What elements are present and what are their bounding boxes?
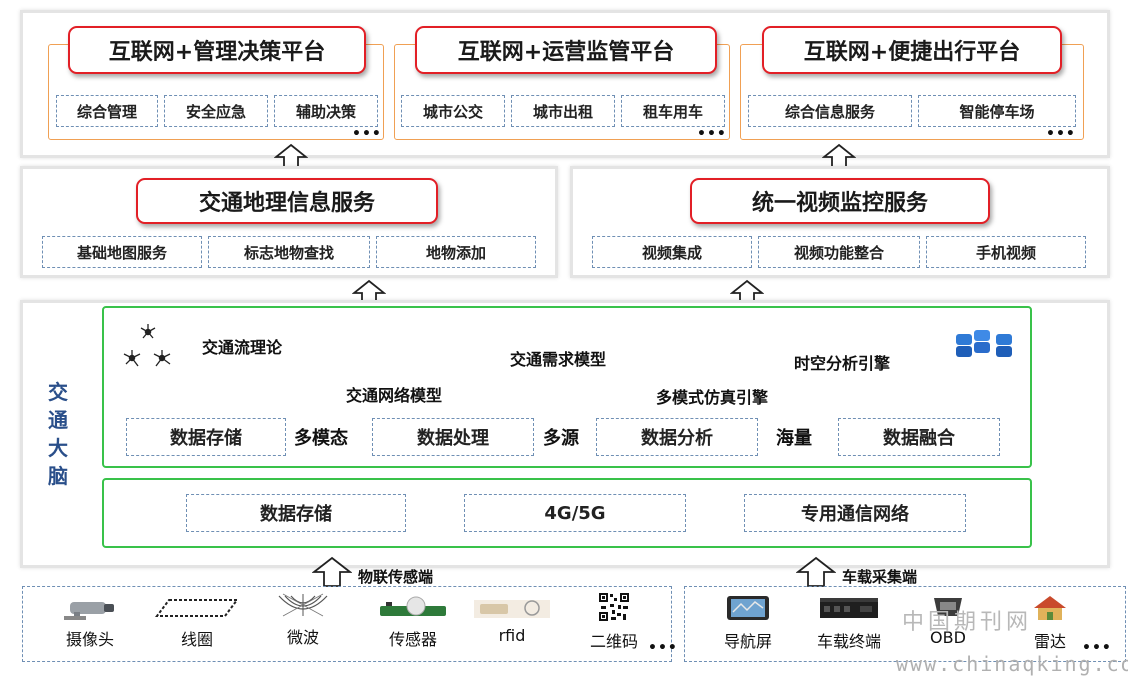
more-dots: ••• (352, 126, 382, 142)
platform-item: 安全应急 (164, 95, 268, 127)
more-dots: ••• (1082, 640, 1112, 656)
radar-icon (1034, 596, 1066, 620)
microwave-wave-icon (278, 593, 328, 617)
vehicle-device-group (684, 586, 1126, 662)
vehicle-terminal-icon (820, 598, 878, 618)
device-label: 车载终端 (816, 632, 881, 651)
up-arrow-icon (796, 556, 836, 587)
device-label: 线圈 (180, 630, 213, 649)
loop-coil-icon (155, 599, 239, 617)
nav-screen-icon (727, 596, 769, 620)
platform-item: 城市公交 (401, 95, 505, 127)
sensor-device: 传感器 (368, 596, 458, 650)
sensor-board-icon (380, 596, 446, 616)
qrcode-icon (598, 592, 630, 622)
device-label: rfid (498, 626, 526, 645)
service-item: 基础地图服务 (42, 236, 202, 268)
process-modifier: 海量 (776, 428, 812, 449)
network-cell: 数据存储 (186, 494, 406, 532)
gis-service-title: 交通地理信息服务 (136, 178, 438, 224)
platform-item: 智能停车场 (918, 95, 1076, 127)
video-service-title: 统一视频监控服务 (690, 178, 990, 224)
service-item: 视频功能整合 (758, 236, 920, 268)
platform-item: 辅助决策 (274, 95, 378, 127)
microwave-device: 微波 (268, 592, 338, 648)
up-arrow-icon (312, 556, 352, 587)
service-item: 手机视频 (926, 236, 1086, 268)
service-item: 视频集成 (592, 236, 752, 268)
device-label: 传感器 (388, 630, 437, 649)
platform-item: 城市出租 (511, 95, 615, 127)
more-dots: ••• (697, 126, 727, 142)
radar-device: 雷达 (1018, 594, 1082, 652)
device-label: 雷达 (1033, 632, 1066, 651)
watermark-cn: 中国期刊网 (902, 610, 1033, 635)
loop-device: 线圈 (152, 596, 242, 650)
theory-label: 交通需求模型 (510, 350, 607, 369)
brain-title-char: 大 (48, 436, 68, 460)
device-label: 微波 (286, 628, 319, 647)
more-dots: ••• (648, 640, 678, 656)
device-label: 二维码 (589, 632, 638, 651)
process-cell: 数据融合 (838, 418, 1000, 456)
brain-title-char: 交 (48, 380, 68, 404)
nav-screen-device: 导航屏 (712, 594, 784, 652)
qrcode-device: 二维码 (576, 592, 652, 652)
platform-title-travel: 互联网+便捷出行平台 (762, 26, 1062, 74)
platform-item: 综合信息服务 (748, 95, 912, 127)
more-dots: ••• (1046, 126, 1076, 142)
device-label: 导航屏 (723, 632, 772, 651)
process-cell: 数据分析 (596, 418, 758, 456)
platform-title-management: 互联网+管理决策平台 (68, 26, 366, 74)
network-nodes-icon (123, 324, 171, 367)
brain-title-char: 通 (48, 408, 68, 432)
theory-label: 多模式仿真引擎 (656, 388, 769, 407)
theory-label: 交通流理论 (202, 338, 283, 357)
platform-item: 租车用车 (621, 95, 725, 127)
service-item: 地物添加 (376, 236, 536, 268)
watermark-url: www.chinaqking.com (896, 652, 1128, 676)
traffic-brain-title: 交 通 大 脑 (46, 378, 70, 490)
camera-icon (64, 602, 114, 620)
brain-title-char: 脑 (48, 464, 68, 488)
theory-label: 交通网络模型 (346, 386, 443, 405)
vehicle-terminal-device: 车载终端 (806, 594, 892, 652)
device-label: OBD (930, 628, 966, 647)
rfid-device: rfid (470, 596, 554, 645)
platform-title-operations: 互联网+运营监管平台 (415, 26, 717, 74)
iot-device-group (22, 586, 672, 662)
obd-plug-icon (934, 598, 962, 616)
device-label: 摄像头 (65, 630, 114, 649)
process-modifier: 多模态 (294, 428, 348, 449)
service-item: 标志地物查找 (208, 236, 370, 268)
iot-sensing-label: 物联传感端 (358, 568, 434, 586)
rfid-tag-icon (474, 600, 550, 618)
theory-label: 时空分析引擎 (794, 354, 891, 373)
network-cell: 4G/5G (464, 494, 686, 532)
process-cell: 数据处理 (372, 418, 534, 456)
database-cubes-icon (956, 330, 1012, 357)
network-cell: 专用通信网络 (744, 494, 966, 532)
platform-item: 综合管理 (56, 95, 158, 127)
process-modifier: 多源 (543, 428, 579, 449)
camera-device: 摄像头 (52, 596, 128, 650)
vehicle-sensing-label: 车载采集端 (842, 568, 918, 586)
obd-device: OBD (916, 594, 980, 647)
process-cell: 数据存储 (126, 418, 286, 456)
